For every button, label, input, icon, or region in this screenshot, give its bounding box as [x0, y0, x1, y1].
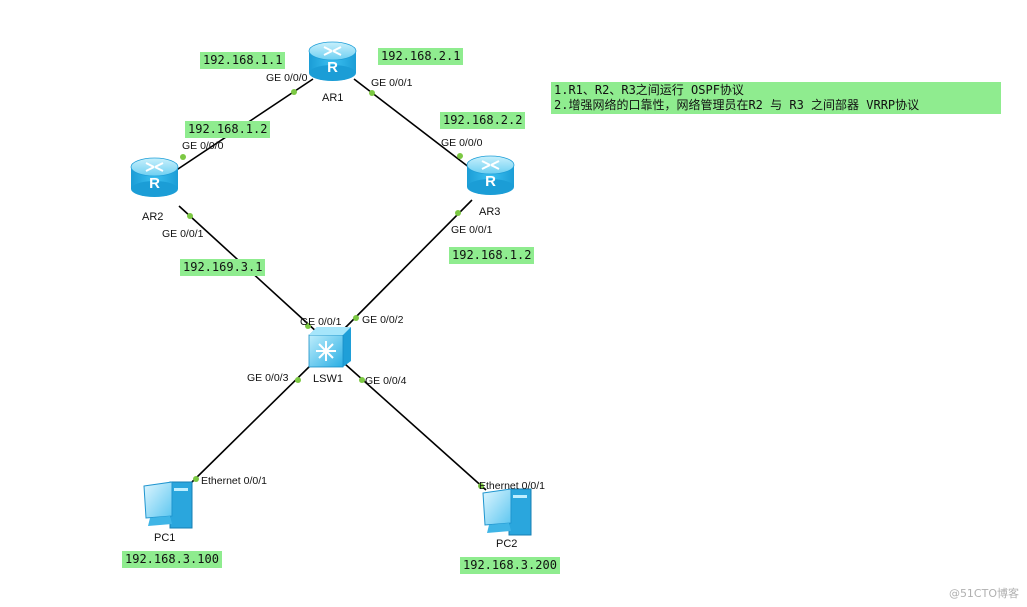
port-label-ar1-ge001: GE 0/0/1 — [371, 77, 413, 89]
port-label-lsw-ge003: GE 0/0/3 — [247, 372, 289, 384]
port-label-lsw-ge004: GE 0/0/4 — [365, 375, 407, 387]
pc-icon[interactable] — [482, 488, 532, 536]
port-label-pc2-eth: Ethernet 0/0/1 — [479, 480, 545, 492]
svg-text:R: R — [149, 175, 160, 192]
port-label-lsw-ge002: GE 0/0/2 — [362, 314, 404, 326]
switch-icon[interactable] — [308, 327, 351, 368]
port-dots — [180, 89, 484, 489]
ip-label-ar1-ge000: 192.168.1.1 — [200, 52, 286, 69]
port-dot[interactable] — [291, 89, 297, 95]
device-name-lsw1: LSW1 — [313, 373, 343, 385]
note-line: 2.增强网络的口靠性，网络管理员在R2 与 R3 之间部器 VRRP协议 — [554, 98, 920, 112]
port-dot[interactable] — [359, 377, 365, 383]
ip-label-ar1-ge001: 192.168.2.1 — [378, 48, 464, 65]
port-dot[interactable] — [457, 153, 463, 159]
router-icon[interactable]: R — [130, 157, 179, 197]
link-lsw1-pc2 — [344, 363, 487, 491]
router-icon[interactable]: R — [308, 41, 357, 81]
port-dot[interactable] — [187, 213, 193, 219]
port-dot[interactable] — [295, 377, 301, 383]
link-ar3-lsw1 — [339, 199, 473, 334]
note-line: 1.R1、R2、R3之间运行 OSPF协议 — [554, 83, 744, 97]
svg-text:R: R — [327, 59, 338, 76]
ip-label-ar2-ge000: 192.168.1.2 — [185, 121, 271, 138]
port-dot[interactable] — [305, 323, 311, 329]
port-dot[interactable] — [353, 315, 359, 321]
device-name-ar2: AR2 — [142, 211, 164, 223]
ip-label-pc2: 192.168.3.200 — [460, 557, 560, 574]
ip-label-ar3-ge000: 192.168.2.2 — [440, 112, 526, 129]
link-lsw1-pc1 — [191, 363, 313, 483]
port-label-lsw-ge001: GE 0/0/1 — [300, 316, 342, 328]
port-dot[interactable] — [180, 154, 186, 160]
port-label-ar2-ge000: GE 0/0/0 — [182, 140, 224, 152]
watermark: @51CTO博客 — [948, 587, 1019, 600]
ip-label-pc1: 192.168.3.100 — [122, 551, 222, 568]
router-icon[interactable]: R — [466, 155, 515, 195]
port-label-ar2-ge001: GE 0/0/1 — [162, 228, 204, 240]
device-name-pc2: PC2 — [496, 538, 518, 550]
port-label-ar3-ge001: GE 0/0/1 — [451, 224, 493, 236]
port-label-ar3-ge000: GE 0/0/0 — [441, 137, 483, 149]
device-name-ar1: AR1 — [322, 92, 344, 104]
port-label-pc1-eth: Ethernet 0/0/1 — [201, 475, 267, 487]
port-dot[interactable] — [455, 210, 461, 216]
pc-icon[interactable] — [143, 481, 193, 529]
requirements-note: 1.R1、R2、R3之间运行 OSPF协议 2.增强网络的口靠性，网络管理员在R… — [551, 82, 1001, 114]
device-name-pc1: PC1 — [154, 532, 176, 544]
device-name-ar3: AR3 — [479, 206, 501, 218]
ip-label-ar2-ge001: 192.169.3.1 — [180, 259, 266, 276]
port-dot[interactable] — [369, 90, 375, 96]
port-label-ar1-ge000: GE 0/0/0 — [266, 72, 308, 84]
port-dot[interactable] — [478, 483, 484, 489]
port-dot[interactable] — [193, 476, 199, 482]
svg-text:R: R — [485, 173, 496, 190]
ip-label-ar3-ge001: 192.168.1.2 — [449, 247, 535, 264]
